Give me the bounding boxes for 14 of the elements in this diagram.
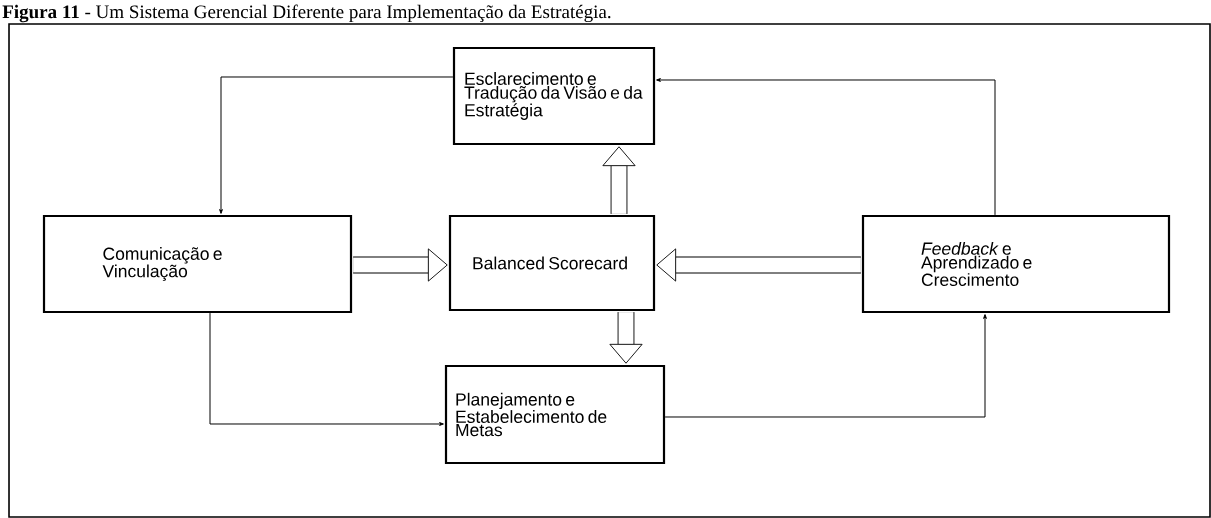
process-box: Balanced Scorecard [448,214,656,312]
block-arrow [602,146,636,214]
figure-title: Figura 11 - Um Sistema Gerencial Diferente para Implementação da Estratégia. [2,4,611,23]
arrow [656,78,996,216]
process-box: Comunicação e Vinculação [42,214,353,314]
block-arrow [353,248,448,282]
arrow [219,76,454,214]
process-box: Esclarecimento e Tradução da Visão e da Estratégia [452,46,656,146]
process-box: Planejamento e Estabelecimento de Metas [444,364,666,465]
arrow [209,312,444,426]
block-arrow [609,312,643,364]
process-box: Feedback e Aprendizado e Crescimento [861,214,1171,314]
arrow [664,314,987,418]
block-arrow [656,248,861,282]
